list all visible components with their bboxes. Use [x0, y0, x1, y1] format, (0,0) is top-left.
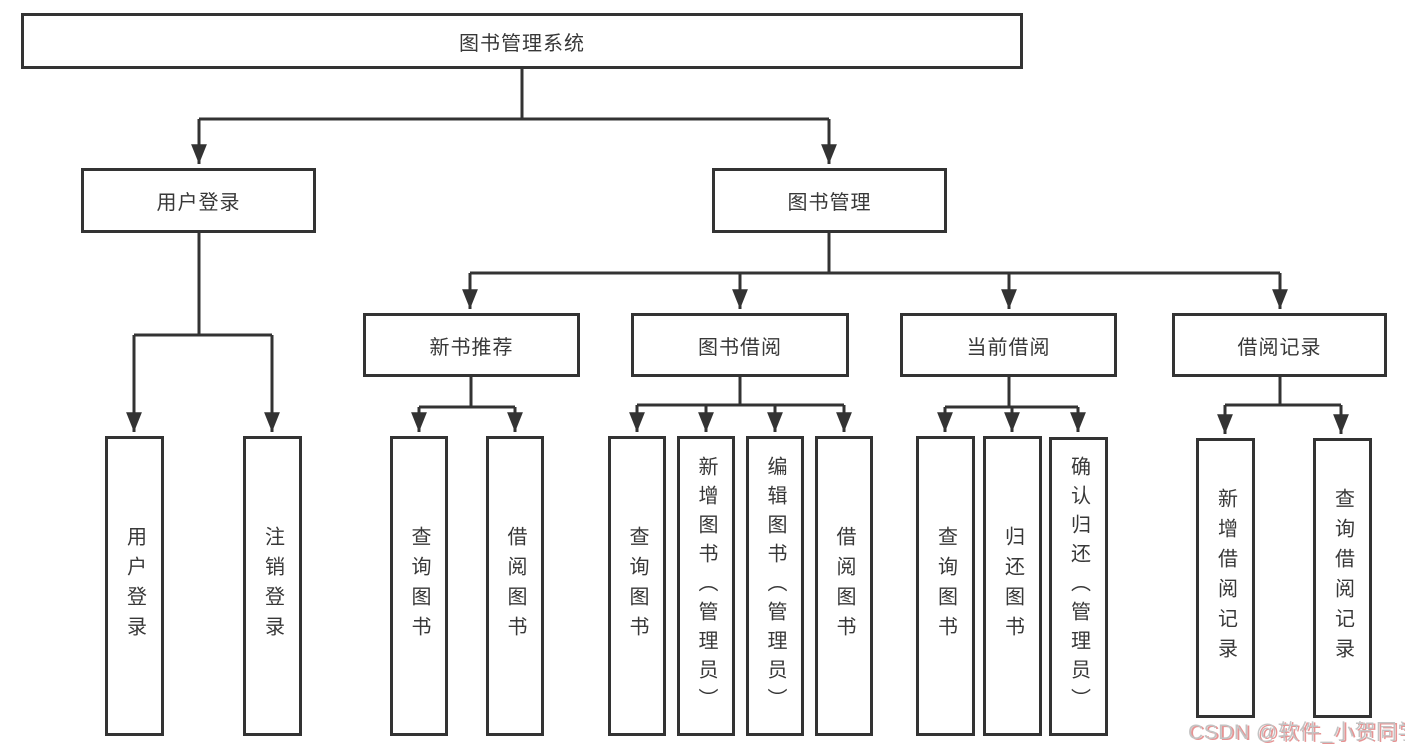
leaf-borrow-books-borrowing: 借阅图书 [815, 436, 873, 736]
leaf-borrow-books-recommend-label: 借阅图书 [504, 526, 526, 646]
leaf-edit-books-admin: 编辑图书（管理员） [746, 436, 804, 736]
node-book-borrowing: 图书借阅 [631, 313, 849, 377]
leaf-confirm-return-admin: 确认归还（管理员） [1049, 437, 1108, 736]
leaf-add-books-admin: 新增图书（管理员） [677, 436, 735, 736]
leaf-query-borrow-record: 查询借阅记录 [1313, 438, 1372, 718]
node-user-login: 用户登录 [81, 168, 316, 233]
leaf-add-books-admin-label: 新增图书（管理员） [695, 455, 717, 717]
leaf-query-books-current-label: 查询图书 [934, 526, 957, 646]
node-book-management: 图书管理 [712, 168, 947, 233]
node-library-management-system: 图书管理系统 [21, 13, 1023, 69]
node-borrowing-records: 借阅记录 [1172, 313, 1387, 377]
node-new-book-recommendation: 新书推荐 [363, 313, 580, 377]
leaf-query-books-recommend: 查询图书 [390, 436, 448, 736]
leaf-query-books-recommend-label: 查询图书 [408, 526, 430, 646]
leaf-confirm-return-admin-label: 确认归还（管理员） [1067, 456, 1090, 717]
leaf-logout: 注销登录 [243, 436, 302, 736]
leaf-borrow-books-borrowing-label: 借阅图书 [833, 526, 855, 646]
leaf-logout-label: 注销登录 [261, 526, 284, 646]
csdn-watermark: CSDN @软件_小贺同学 [1188, 721, 1405, 744]
leaf-return-books: 归还图书 [983, 436, 1042, 736]
leaf-user-login: 用户登录 [105, 436, 164, 736]
leaf-edit-books-admin-label: 编辑图书（管理员） [764, 455, 786, 717]
leaf-user-login-label: 用户登录 [123, 526, 146, 646]
leaf-query-books-borrowing: 查询图书 [608, 436, 666, 736]
leaf-return-books-label: 归还图书 [1001, 526, 1024, 646]
leaf-add-borrow-record-label: 新增借阅记录 [1214, 488, 1237, 668]
leaf-query-books-current: 查询图书 [916, 436, 975, 736]
leaf-add-borrow-record: 新增借阅记录 [1196, 438, 1255, 718]
leaf-borrow-books-recommend: 借阅图书 [486, 436, 544, 736]
leaf-query-books-borrowing-label: 查询图书 [626, 526, 648, 646]
node-current-borrowing: 当前借阅 [900, 313, 1117, 377]
leaf-query-borrow-record-label: 查询借阅记录 [1331, 488, 1354, 668]
